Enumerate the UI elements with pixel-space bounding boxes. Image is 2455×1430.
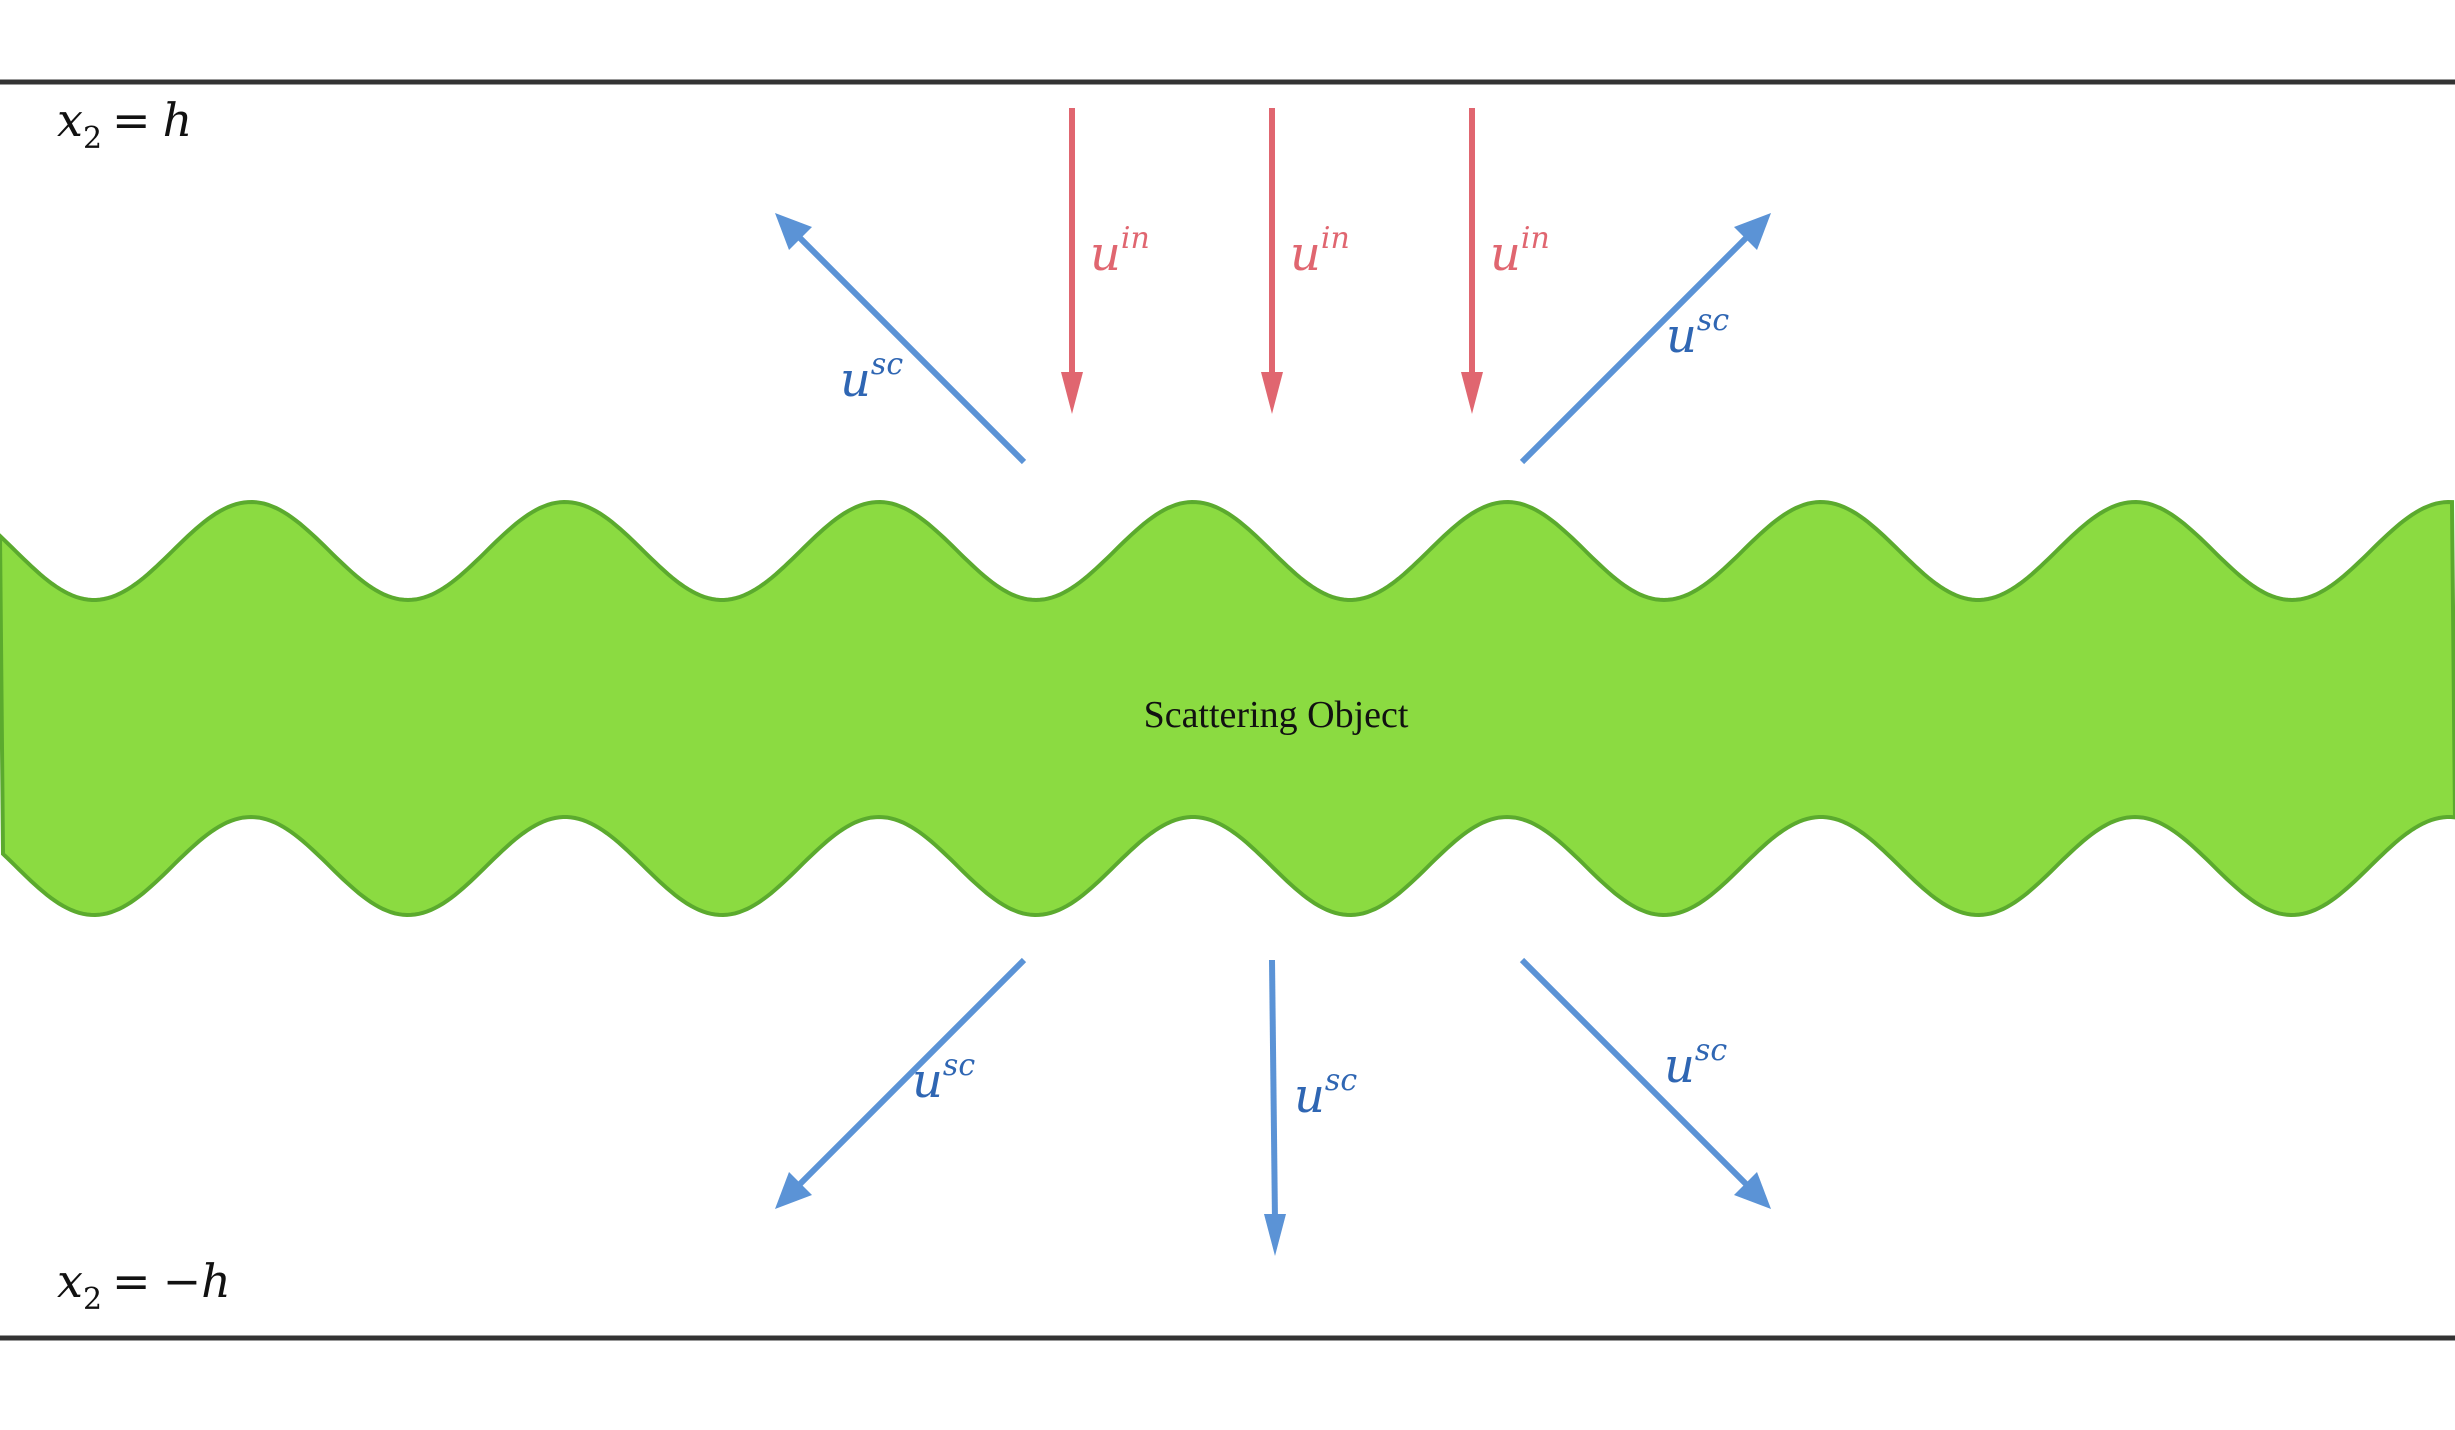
incident-arrowhead — [1461, 372, 1483, 414]
scattered-wave-label: usc — [1666, 303, 1729, 364]
incident-arrowhead — [1261, 372, 1283, 414]
bottom-boundary-label: x2=−h — [57, 1254, 231, 1317]
scattered-arrow-shaft — [1269, 959, 1278, 1223]
scattered-wave-label: usc — [1294, 1063, 1357, 1124]
incident-wave-2: uin — [1261, 108, 1350, 414]
scattered-wave-label: usc — [912, 1048, 975, 1109]
top-boundary-label: x2=h — [57, 93, 192, 156]
scattered-arrowhead — [775, 213, 812, 250]
incident-wave-label: uin — [1290, 221, 1350, 282]
incident-wave-label: uin — [1490, 221, 1550, 282]
scattered-arrow-shaft — [787, 957, 1027, 1197]
scattered-arrow-shaft — [1519, 957, 1759, 1197]
incident-arrowhead — [1061, 372, 1083, 414]
scattered-arrow-shaft — [1519, 225, 1759, 465]
scattered-wave-down-right: usc — [1519, 957, 1771, 1209]
scattered-arrowhead — [1734, 213, 1771, 250]
scattered-wave-up-right: usc — [1519, 213, 1771, 465]
scattered-arrow-shaft — [787, 225, 1027, 465]
scattered-wave-down: usc — [1264, 959, 1357, 1256]
incident-wave-1: uin — [1061, 108, 1150, 414]
scattered-wave-up-left: usc — [775, 213, 1027, 465]
scattered-arrowhead — [1734, 1172, 1771, 1209]
scattered-wave-label: usc — [1664, 1033, 1727, 1094]
scattering-object-shape — [0, 499, 2455, 918]
incident-wave-3: uin — [1461, 108, 1550, 414]
scattered-wave-label: usc — [840, 347, 903, 408]
scattering-object-label: Scattering Object — [1144, 694, 1409, 736]
scattered-wave-down-left: usc — [775, 957, 1027, 1209]
scattered-arrowhead — [1264, 1214, 1286, 1256]
scattered-arrowhead — [775, 1172, 812, 1209]
incident-wave-label: uin — [1090, 221, 1150, 282]
